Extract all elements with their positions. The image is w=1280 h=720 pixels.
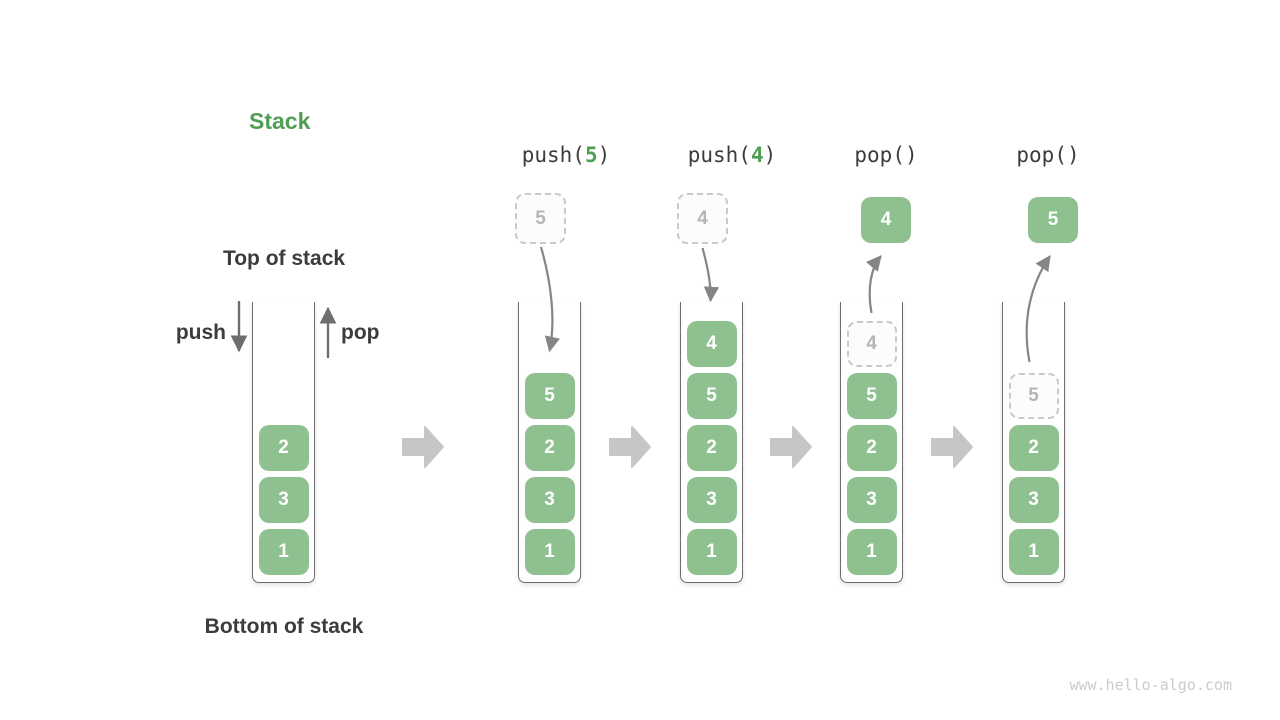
pop-label: pop: [341, 321, 380, 344]
stack-cell: 3: [1008, 477, 1059, 523]
stack-cell: 5: [686, 373, 737, 419]
transition-arrow-icon-2: [609, 426, 651, 468]
push4-motion-arrow-icon: [701, 247, 720, 303]
floating-value-box-pop4: 4: [861, 197, 911, 243]
stack-container-push4: 4 5 2 3 1: [680, 302, 743, 583]
op-text: pop(): [854, 143, 918, 167]
stack-cell: 1: [258, 529, 309, 575]
stack-container-pop4: 4 5 2 3 1: [840, 302, 903, 583]
stack-cell: 4: [686, 321, 737, 367]
stack-cell-ghost: 4: [846, 321, 897, 367]
stack-cell: 1: [846, 529, 897, 575]
stack-cell: 2: [846, 425, 897, 471]
stack-cell: 1: [686, 529, 737, 575]
floating-value-box-push5: 5: [515, 193, 566, 244]
floating-value-box-push4: 4: [677, 193, 728, 244]
stack-cell-ghost: 5: [1008, 373, 1059, 419]
op-arg: 4: [750, 143, 764, 167]
transition-arrow-icon-3: [770, 426, 812, 468]
stack-cell: 3: [258, 477, 309, 523]
op-text: push(: [521, 143, 585, 167]
transition-arrow-icon-1: [402, 426, 444, 468]
op-text: ): [763, 143, 777, 167]
op-text: push(: [687, 143, 751, 167]
diagram-title: Stack: [249, 108, 311, 134]
op-arg: 5: [584, 143, 598, 167]
stack-cell: 2: [524, 425, 575, 471]
stack-container-push5: 5 2 3 1: [518, 302, 581, 583]
operation-label-push5: push(5): [522, 143, 611, 167]
op-text: pop(): [1016, 143, 1080, 167]
watermark: www.hello-algo.com: [1069, 676, 1232, 694]
operation-label-pop-2: pop(): [1016, 143, 1079, 167]
stack-cell: 1: [524, 529, 575, 575]
top-of-stack-label: Top of stack: [222, 247, 346, 270]
transition-arrow-icon-4: [931, 426, 973, 468]
push-label: push: [175, 321, 226, 344]
stack-cell: 3: [524, 477, 575, 523]
bottom-of-stack-label: Bottom of stack: [204, 615, 364, 638]
operation-label-pop-1: pop(): [854, 143, 917, 167]
floating-value-box-pop5: 5: [1028, 197, 1078, 243]
stack-cell: 1: [1008, 529, 1059, 575]
stack-cell: 5: [846, 373, 897, 419]
stack-cell: 3: [846, 477, 897, 523]
stack-cell: 2: [686, 425, 737, 471]
stack-cell: 2: [1008, 425, 1059, 471]
op-text: ): [597, 143, 611, 167]
stack-container-initial: 2 3 1: [252, 302, 315, 583]
stack-cell: 3: [686, 477, 737, 523]
operation-label-push4: push(4): [688, 143, 777, 167]
stack-container-pop5: 5 2 3 1: [1002, 302, 1065, 583]
stack-cell: 5: [524, 373, 575, 419]
stack-cell: 2: [258, 425, 309, 471]
